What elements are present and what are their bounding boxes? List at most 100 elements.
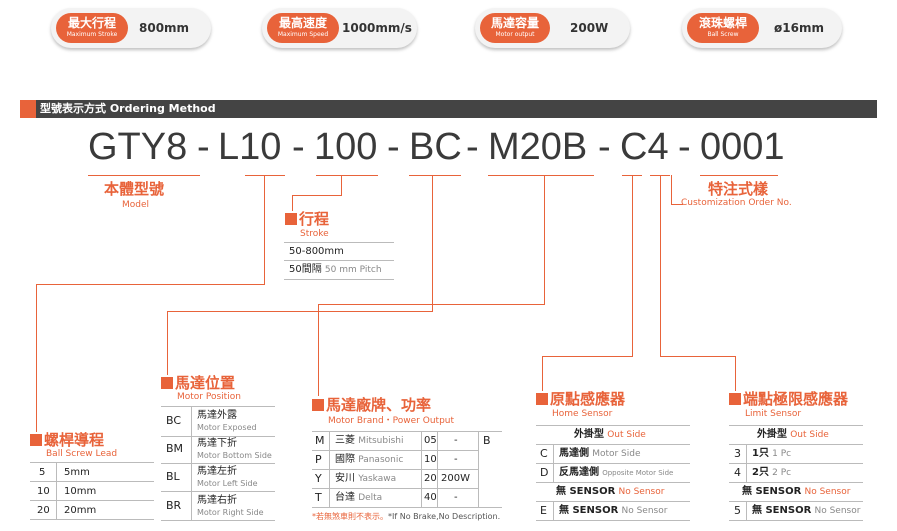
brand-en: Delta [358,493,383,503]
brand-name: 安川 Yaskawa [335,472,396,486]
position-code: BL [166,470,180,483]
table-rule [312,507,502,508]
table-rule [312,450,478,451]
spec-label-en: Ball Screw [707,31,739,38]
spec-label-en: Motor output [495,31,535,38]
section-title: 型號表示方式 Ordering Method [40,102,216,115]
spec-badge-speed: 最高速度 Maximum Speed 1000mm/s [262,8,417,48]
position-cn: 馬達下折 [197,438,237,449]
stroke-range: 50-800mm [289,246,344,257]
position-subtitle: Motor Position [177,392,241,402]
home-option: 馬達側 Motor Side [559,447,641,461]
table-rule [312,431,502,432]
power-value: - [454,435,458,446]
spec-label-pill: 馬達容量 Motor output [480,13,550,43]
spec-badge-screw: 滾珠螺桿 Ball Screw ø16mm [682,8,842,48]
lead-value: 20mm [64,505,97,516]
table-rule [312,469,478,470]
code-dash: - [292,126,305,168]
connector-line [432,175,433,312]
connector-line [167,311,433,312]
connector-line [318,304,545,305]
table-divider [746,444,747,482]
table-rule [729,463,863,464]
code-custom: 0001 [700,126,785,168]
underline-model [88,175,200,176]
title-square [285,213,297,225]
home-code: D [540,466,549,479]
code-dash: - [598,126,611,168]
table-divider [191,406,192,520]
spec-value: 800mm [139,21,190,35]
table-rule [161,436,275,437]
underline-lead [245,175,285,176]
limit-code: 5 [734,504,741,517]
home-header-en: Out Side [607,430,646,440]
stroke-title: 行程 [285,210,329,228]
table-rule [536,482,690,483]
connector-line [632,175,633,357]
table-rule [536,520,690,521]
power-code: 40 [424,492,437,503]
home-code: E [540,504,547,517]
limit-option-en: 2 Pc [772,468,792,478]
connector-line [544,175,545,305]
spec-value: 200W [570,21,609,35]
spec-label-cn: 馬達容量 [490,16,539,30]
brand-code: Y [315,472,322,485]
code-lead: L10 [218,126,282,168]
limit-option: 1只 1 Pc [752,447,791,461]
table-rule [30,500,154,501]
brand-subtitle: Motor Brand・Power Output [328,416,455,426]
spec-label-cn: 最高速度 [278,16,327,30]
title-square [30,434,42,446]
brand-title: 馬達廠牌、功率 [312,396,431,414]
lead-code: 20 [37,505,50,516]
table-rule [161,520,275,521]
position-code: BC [166,414,182,427]
code-dash: - [678,126,691,168]
position-en: Motor Left Side [197,479,258,488]
lead-value: 5mm [64,467,90,478]
table-divider [421,431,422,507]
home-title-text: 原點感應器 [550,390,626,408]
table-rule [729,501,863,502]
brake-note: *若無煞車則不表示。*If No Brake,No Description. [312,512,500,522]
position-en: Motor Bottom Side [197,451,272,460]
lead-title-text: 螺桿導程 [44,431,105,449]
underline-custom [700,175,778,176]
brake-note-en: *If No Brake,No Description. [388,512,501,521]
spec-label-pill: 滾珠螺桿 Ball Screw [687,13,759,43]
brand-name: 國際 Panasonic [335,453,403,467]
brand-code: M [315,434,325,447]
limit-option-en: 1 Pc [772,449,792,459]
brand-code: P [315,453,322,466]
connector-line [341,175,342,195]
position-title: 馬達位置 [161,374,235,392]
connector-line [660,175,661,357]
position-code: BM [166,442,184,455]
home-option-cn: 馬達側 [559,448,589,459]
position-cn: 馬達外露 [197,410,237,421]
connector-line [36,284,265,285]
spec-label-en: Maximum Stroke [66,31,118,38]
limit-option: 2只 2 Pc [752,466,791,480]
position-cn: 馬達右折 [197,495,237,506]
table-divider [56,462,57,519]
table-rule [161,463,275,464]
table-divider [553,444,554,482]
home-header-cn: 外掛型 [574,429,604,440]
limit-code: 4 [734,466,741,479]
brand-en: Yaskawa [358,474,397,484]
power-value: 200W [441,473,470,484]
table-rule [30,481,154,482]
home-option-en: Motor Side [592,449,641,459]
code-series: GTY8 [88,126,188,168]
code-dash: - [197,126,210,168]
brake-note-cn: *若無煞車則不表示。 [312,512,388,521]
code-stroke: 100 [314,126,378,168]
stroke-subtitle: Stroke [300,229,329,239]
limit-option-cn: 2只 [752,467,769,478]
limit-option: 無 SENSOR No Sensor [752,504,860,518]
spec-label-pill: 最高速度 Maximum Speed [267,13,339,43]
